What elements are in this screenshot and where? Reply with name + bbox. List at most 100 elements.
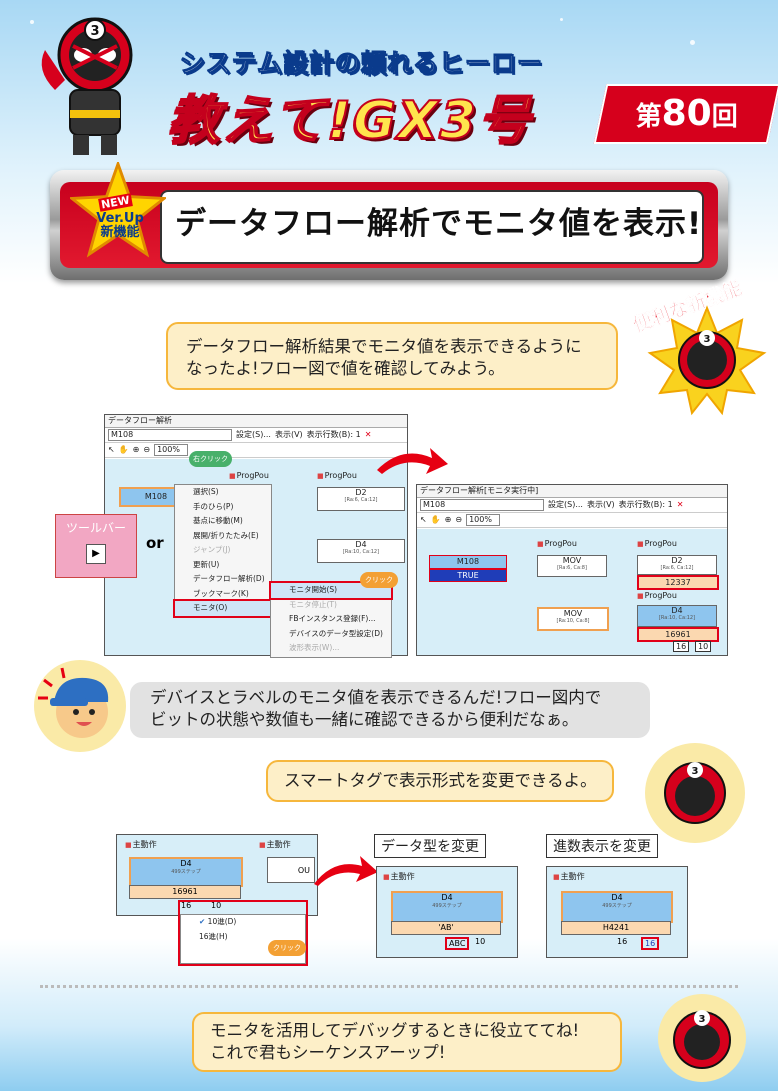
menu-item-origin[interactable]: 基点に移動(M) [193, 516, 243, 525]
zoom-in-icon[interactable]: ⊕ [132, 445, 140, 454]
intro-bubble: データフロー解析結果でモニタ値を表示できるように なったよ!フロー図で値を確認し… [166, 322, 618, 390]
menu-item-dec[interactable]: ✔ 10進(D) [199, 917, 237, 926]
node-d4-sub: 499ステップ [171, 869, 201, 875]
node-d2-value: 12337 [637, 575, 719, 590]
device-input[interactable]: M108 [108, 429, 232, 441]
episode-badge: 第80回 [593, 84, 778, 144]
node-d4-sub: [Ra:10, Ca:12] [658, 615, 696, 621]
node-d2[interactable]: D2 [Ra:6, Ca:12] [637, 555, 717, 575]
menu-item-monitor[interactable]: モニタ(O) [173, 599, 273, 618]
pointer-icon[interactable]: ↖ [420, 515, 427, 524]
zoom-out-icon[interactable]: ⊖ [143, 445, 151, 454]
user-line-1: デバイスとラベルのモニタ値を表示できるんだ!フロー図内で [150, 688, 602, 707]
title-banner-panel [160, 190, 704, 264]
pointer-icon[interactable]: ↖ [108, 445, 115, 454]
sparkle [30, 20, 34, 24]
toolbar-callout: ツールバー ▶ [55, 514, 137, 578]
pou-label: ProgPou [229, 471, 269, 480]
zoom-out-icon[interactable]: ⊖ [455, 515, 463, 524]
episode-prefix: 第 [635, 102, 662, 132]
node-d2-label: D2 [355, 488, 367, 497]
menu-item-jump[interactable]: ジャンプ(J) [193, 545, 231, 554]
submenu-fb-instance[interactable]: FBインスタンス登録(F)... [289, 614, 376, 623]
submenu-waveform[interactable]: 波形表示(W)... [289, 643, 340, 652]
outro-line-1: モニタを活用してデバッグするときに役立ててね! [210, 1021, 580, 1040]
node-mov-2[interactable]: MOV [Ra:10, Ca:8] [537, 607, 609, 631]
zoom-toolbar: ↖ ✋ ⊕ ⊖ 100% [105, 443, 407, 458]
zoom-select[interactable]: 100% [154, 444, 189, 456]
outro-line-2: これで君もシーケンスアーップ! [210, 1043, 446, 1062]
monitor-start-icon[interactable]: ▶ [86, 544, 106, 564]
boy-character-icon [34, 660, 126, 752]
submenu-start-monitor[interactable]: モニタ開始(S) [269, 581, 393, 600]
page-title: 教えて!GX3号 [167, 90, 533, 152]
menu-item-bookmark[interactable]: ブックマーク(K) [193, 588, 249, 598]
smarttag-type[interactable]: 10 [211, 901, 222, 910]
smarttag-bubble: スマートタグで表示形式を変更できるよ。 [266, 760, 614, 802]
node-out[interactable]: OU [267, 857, 315, 883]
node-d4-value: 'AB' [391, 921, 501, 935]
zoom-in-icon[interactable]: ⊕ [444, 515, 452, 524]
svg-text:3: 3 [699, 1014, 706, 1025]
rows-select[interactable]: 表示行数(B): 1 [306, 430, 361, 439]
node-d4[interactable]: D4 499ステップ [391, 891, 503, 923]
hand-icon[interactable]: ✋ [118, 445, 129, 454]
menu-item-hand[interactable]: 手のひら(P) [193, 501, 234, 511]
smarttag-type[interactable]: 10 [695, 641, 712, 652]
node-d4-label: D4 [441, 893, 453, 902]
smarttag-radix[interactable]: 16 [181, 901, 192, 910]
datatype-caption: データ型を変更 [374, 834, 486, 858]
node-d4-label: D4 [355, 540, 367, 549]
sparkle [560, 18, 563, 21]
node-mov-1[interactable]: MOV [Ra:6, Ca:8] [537, 555, 607, 577]
node-d2[interactable]: D2 [Ra:6, Ca:12] [317, 487, 405, 511]
settings-button[interactable]: 設定(S)... [236, 430, 271, 439]
menu-dec-label: 10進(D) [207, 917, 237, 926]
datatype-demo: 主動作 D4 499ステップ 'AB' ABC 10 [376, 866, 518, 958]
node-d4-label: D4 [671, 606, 683, 615]
node-d4[interactable]: D4 [Ra:10, Ca:12] [317, 539, 405, 563]
menu-item-select[interactable]: 選択(S) [193, 487, 219, 496]
node-d2-sub: [Ra:6, Ca:12] [344, 497, 378, 503]
node-m108-value: TRUE [429, 569, 507, 582]
window-title: データフロー解析[モニタ実行中] [417, 485, 727, 498]
close-icon[interactable]: ✕ [364, 430, 372, 439]
submenu-datatype[interactable]: デバイスのデータ型設定(D) [289, 628, 383, 638]
close-icon[interactable]: ✕ [676, 500, 684, 509]
menu-item-dataflow[interactable]: データフロー解析(D) [193, 574, 265, 583]
hand-icon[interactable]: ✋ [430, 515, 441, 524]
svg-text:3: 3 [692, 766, 699, 777]
smarttag-type[interactable]: 16 [641, 937, 660, 950]
node-d4[interactable]: D4 499ステップ [129, 857, 243, 887]
menu-item-hex[interactable]: 16進(H) [199, 931, 228, 941]
badge-ver-text: Ver.Up [96, 211, 144, 226]
sunburst-icon: 3 [647, 305, 767, 416]
node-d4[interactable]: D4 499ステップ [561, 891, 673, 923]
smarttag-radix[interactable]: 16 [617, 937, 628, 946]
monitor-window: データフロー解析[モニタ実行中] M108 設定(S)... 表示(V) 表示行… [416, 484, 728, 656]
mov-2-sub: [Ra:10, Ca:8] [556, 618, 590, 624]
device-input[interactable]: M108 [420, 499, 544, 511]
node-d4-sub: 499ステップ [602, 903, 632, 909]
sparkle [690, 40, 695, 45]
window-toolbar: M108 設定(S)... 表示(V) 表示行数(B): 1 ✕ [105, 428, 407, 443]
node-d4[interactable]: D4 [Ra:10, Ca:12] [637, 605, 717, 627]
node-d2-sub: [Ra:6, Ca:12] [660, 565, 694, 571]
display-menu[interactable]: 表示(V) [274, 430, 303, 439]
window-toolbar: M108 設定(S)... 表示(V) 表示行数(B): 1 ✕ [417, 498, 727, 513]
sparkle [20, 300, 24, 304]
zoom-select[interactable]: 100% [466, 514, 501, 526]
intro-line-2: なったよ!フロー図で値を確認してみよう。 [186, 359, 505, 378]
smarttag-type[interactable]: ABC [445, 937, 470, 950]
settings-button[interactable]: 設定(S)... [548, 500, 583, 509]
submenu-stop-monitor[interactable]: モニタ停止(T) [289, 599, 337, 609]
display-menu[interactable]: 表示(V) [586, 500, 615, 509]
rows-select[interactable]: 表示行数(B): 1 [618, 500, 673, 509]
menu-item-refresh[interactable]: 更新(U) [193, 559, 220, 569]
node-d4-value: H4241 [561, 921, 671, 935]
node-d4-value: 16961 [637, 627, 719, 642]
smarttag-radix[interactable]: 16 [673, 641, 690, 652]
node-m108[interactable]: M108 [429, 555, 507, 569]
smarttag-radix[interactable]: 10 [475, 937, 486, 946]
menu-item-expand[interactable]: 展開/折りたたみ(E) [193, 530, 259, 540]
